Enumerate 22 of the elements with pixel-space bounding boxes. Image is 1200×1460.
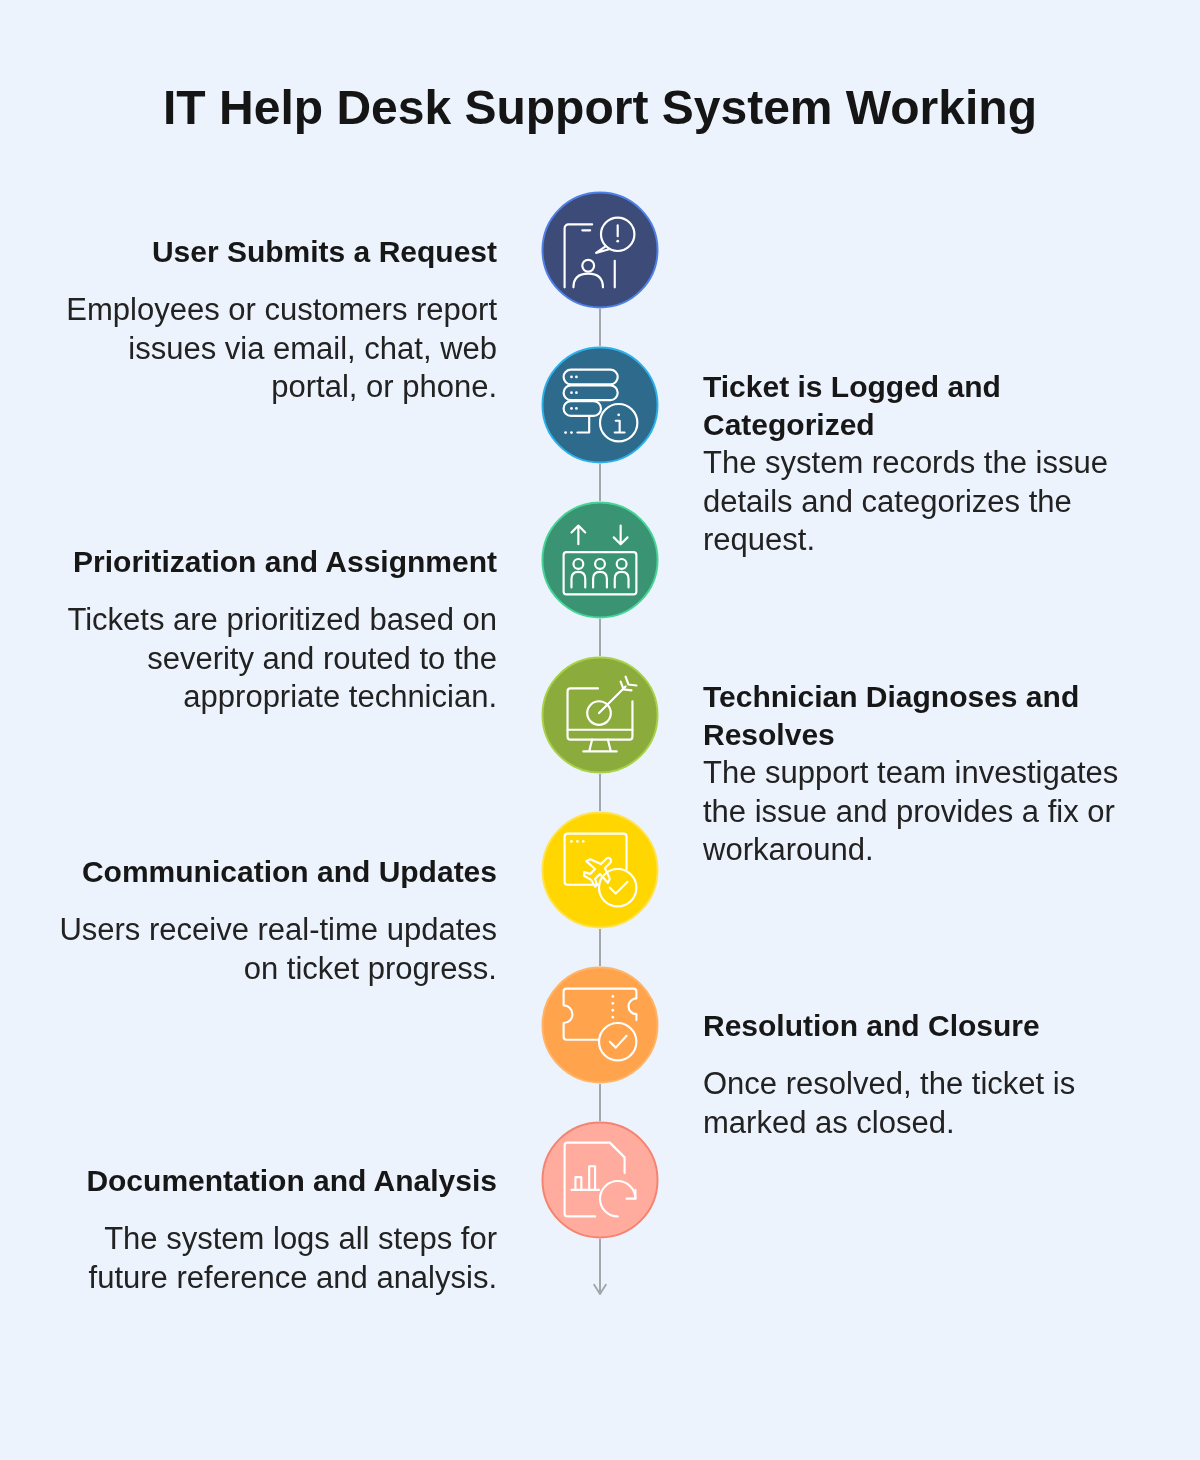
title: IT Help Desk Support System Working [163,80,1037,136]
connector-line [599,1083,601,1122]
step-title: Documentation and Analysis [85,1163,497,1199]
step-description: The support team investigates the issue and provides a fix or workaround. [703,754,1120,869]
connector-line [599,463,601,502]
step-description: Employees or customers report issues via email, chat, web portal, or phone. [65,291,497,406]
step-title: Prioritization and Assignment [72,544,497,580]
step-description: Tickets are prioritized based on severity and routed to the appropriate technician. [66,601,497,716]
step-title: Resolution and Closure [703,1008,1041,1044]
step-title: Technician Diagnoses and Resolves [703,679,1081,753]
connector-line [599,928,601,967]
step-description: Once resolved, the ticket is marked as closed. [703,1065,1077,1142]
step-description: The system records the issue details and categorizes the request. [703,444,1109,559]
step-title: User Submits a Request [150,234,497,270]
step-title: Ticket is Logged and Categorized [703,369,1002,443]
step-description: Users receive real-time updates on ticket progress. [58,911,497,988]
arrow [593,1238,607,1295]
connector-line [599,773,601,812]
step-title: Communication and Updates [80,854,497,890]
connector-line [599,618,601,657]
step-description: The system logs all steps for future reference and analysis. [87,1220,497,1297]
connector-line [599,308,601,347]
